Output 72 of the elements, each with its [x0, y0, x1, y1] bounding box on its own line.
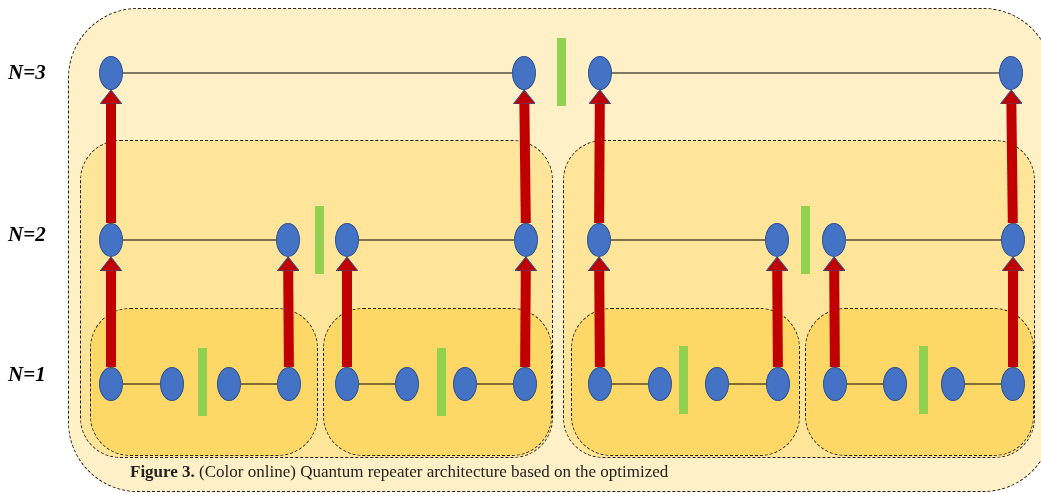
connector-line [358, 383, 396, 385]
ellipse-node [823, 367, 847, 401]
vertical-bar [679, 346, 688, 414]
ellipse-node [276, 223, 300, 257]
arrow [822, 256, 846, 368]
arrow [514, 256, 538, 368]
ellipse-node [999, 56, 1023, 90]
connector-line [240, 383, 278, 385]
ellipse-node [648, 367, 672, 401]
connector-line [846, 383, 884, 385]
arrow [335, 256, 359, 367]
figure-caption: Figure 3. (Color online) Quantum repeater architecture based on the optimized [130, 462, 669, 482]
vertical-bar [437, 348, 446, 416]
ellipse-node [395, 367, 419, 401]
ellipse-node [766, 367, 790, 401]
dashed-group-box [90, 308, 318, 456]
ellipse-node [217, 367, 241, 401]
ellipse-node [705, 367, 729, 401]
connector-line [122, 72, 513, 74]
ellipse-node [514, 223, 538, 257]
dashed-group-box [68, 8, 1041, 492]
arrow [99, 256, 123, 367]
ellipse-node [160, 367, 184, 401]
vertical-bar [557, 38, 566, 106]
ellipse-node [941, 367, 965, 401]
connector-line [122, 239, 277, 241]
arrow [999, 89, 1023, 224]
arrow [588, 89, 612, 224]
arrow [276, 256, 300, 368]
dashed-group-box [80, 140, 553, 458]
arrow [99, 89, 123, 223]
connector-line [728, 383, 767, 385]
dashed-group-box [805, 308, 1034, 456]
arrow [765, 256, 789, 368]
connector-line [610, 239, 766, 241]
connector-line [476, 383, 514, 385]
ellipse-node [512, 56, 536, 90]
level-label: N=2 [8, 222, 46, 247]
ellipse-node [822, 223, 846, 257]
arrow [1001, 256, 1025, 367]
ellipse-node [513, 367, 537, 401]
dashed-group-box [563, 140, 1035, 458]
vertical-bar [315, 206, 324, 274]
ellipse-node [1001, 223, 1025, 257]
ellipse-node [588, 367, 612, 401]
vertical-bar [198, 348, 207, 416]
vertical-bar [801, 206, 810, 274]
level-label: N=3 [8, 60, 46, 85]
ellipse-node [883, 367, 907, 401]
level-label: N=1 [8, 362, 46, 387]
ellipse-node [1001, 367, 1025, 401]
ellipse-node [99, 367, 123, 401]
ellipse-node [588, 56, 612, 90]
ellipse-node [277, 367, 301, 401]
ellipse-node [99, 223, 123, 257]
dashed-group-box [571, 308, 800, 456]
ellipse-node [335, 367, 359, 401]
arrow [587, 256, 611, 368]
vertical-bar [919, 346, 928, 414]
ellipse-node [453, 367, 477, 401]
connector-line [611, 383, 649, 385]
connector-line [611, 72, 1000, 74]
connector-line [845, 239, 1002, 241]
arrow [512, 89, 536, 224]
connector-line [964, 383, 1002, 385]
connector-line [358, 239, 515, 241]
ellipse-node [99, 56, 123, 90]
connector-line [122, 383, 161, 385]
dashed-group-box [323, 308, 552, 456]
ellipse-node [587, 223, 611, 257]
ellipse-node [765, 223, 789, 257]
ellipse-node [335, 223, 359, 257]
